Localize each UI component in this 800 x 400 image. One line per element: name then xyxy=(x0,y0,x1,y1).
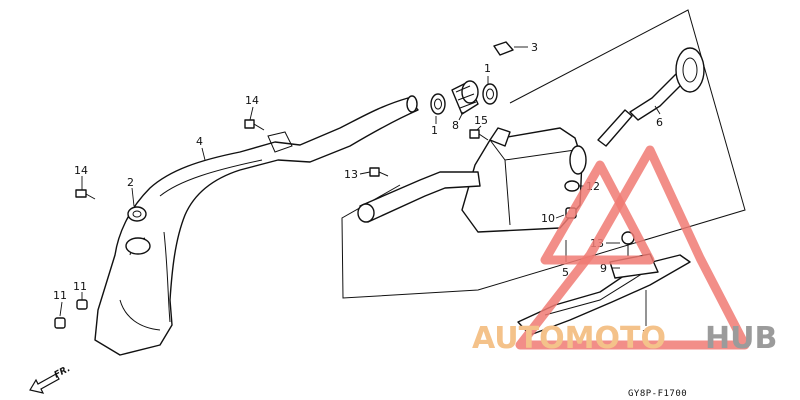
assembly-boundary xyxy=(341,9,746,299)
callout-2: 2 xyxy=(127,176,134,189)
callout-15: 15 xyxy=(474,114,488,127)
callout-10: 10 xyxy=(541,212,555,225)
gasket-right xyxy=(482,83,498,105)
joint-rubber xyxy=(451,80,479,115)
nut-11-right xyxy=(76,299,88,310)
direction-label: FR. xyxy=(53,364,72,381)
bolt-13-left xyxy=(369,167,389,177)
callout-3: 3 xyxy=(531,41,538,54)
callout-5: 5 xyxy=(562,266,569,279)
callout-8: 8 xyxy=(452,119,459,132)
gasket-left xyxy=(430,93,446,115)
watermark-text-b: HUB xyxy=(705,321,777,356)
callout-11: 11 xyxy=(53,289,67,302)
gasket-left-inner xyxy=(434,98,442,110)
bolt-15 xyxy=(469,129,489,141)
callout-14: 14 xyxy=(74,164,88,177)
gasket-right-inner xyxy=(486,88,494,100)
watermark-triangle-icon xyxy=(515,145,750,350)
muffler xyxy=(357,127,587,233)
callout-6: 6 xyxy=(656,116,663,129)
exhaust-pipe xyxy=(94,95,419,356)
callout-7: 7 xyxy=(642,328,649,341)
bolt-14-upper xyxy=(244,119,265,131)
callout-13: 13 xyxy=(344,168,358,181)
watermark-text-a: AUTOMOTO xyxy=(472,321,666,356)
protector xyxy=(517,254,691,336)
callout-1: 1 xyxy=(484,62,491,75)
callout-14: 14 xyxy=(245,94,259,107)
tail-pipe xyxy=(597,47,705,147)
watermark: AUTOMOTO HUB xyxy=(472,145,777,356)
callout-4: 4 xyxy=(196,135,203,148)
front-direction-arrow: FR. xyxy=(29,364,72,394)
nut-11-left xyxy=(54,317,66,329)
diagram-code: GY8P-F1700 xyxy=(628,389,687,399)
gasket-2-inner xyxy=(132,210,142,218)
bolt-14-left xyxy=(75,189,96,200)
watermark-inner-triangle-icon xyxy=(540,160,655,265)
clip xyxy=(493,41,514,56)
gasket-2 xyxy=(127,206,147,222)
leader-lines xyxy=(59,46,661,326)
callout-9: 9 xyxy=(600,262,607,275)
nut-12 xyxy=(564,180,580,192)
callout-1: 1 xyxy=(431,124,438,137)
callout-11: 11 xyxy=(73,280,87,293)
